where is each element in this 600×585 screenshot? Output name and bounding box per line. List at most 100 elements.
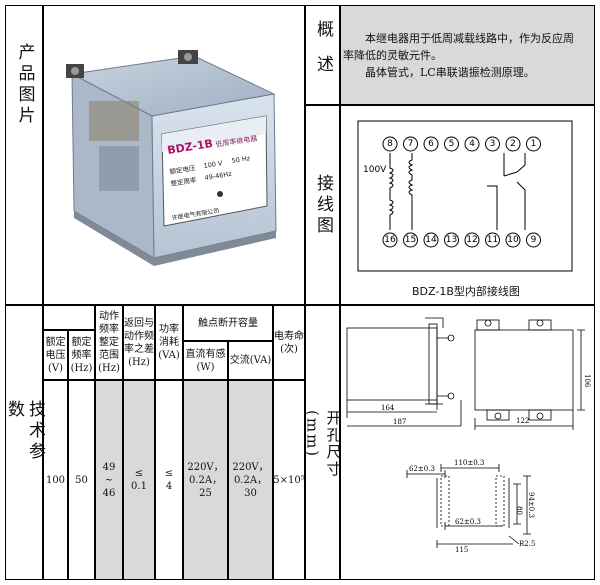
bottom-pin-circle xyxy=(505,232,521,248)
tech-label-text: 技术参数 xyxy=(4,400,45,463)
dim-94: 94±0.3 xyxy=(527,492,535,518)
side-view xyxy=(346,317,462,427)
dimension-drawings: 164 187 106 122 xyxy=(346,317,591,554)
dim-187: 187 xyxy=(393,418,406,426)
contact-switch xyxy=(503,153,526,177)
th-rated-voltage: 额定电压(V) xyxy=(43,330,68,380)
top-pin-circle xyxy=(464,136,480,152)
dim-122: 122 xyxy=(516,417,529,425)
th-power: 功率消耗(VA) xyxy=(155,305,183,380)
dimension-cell xyxy=(340,305,595,580)
nameplate-rated-freq: 50 Hz xyxy=(231,154,251,165)
top-pin-label: 4 xyxy=(469,139,475,149)
dim-164: 164 xyxy=(381,404,395,412)
wiring-voltage-label: 100V xyxy=(363,165,387,175)
tech-label: 技术参数 xyxy=(4,400,45,480)
th-rated-freq: 额定频率(Hz) xyxy=(68,330,95,380)
overview-label-text: 概述 xyxy=(313,20,333,90)
bottom-pin-circle xyxy=(526,232,541,248)
dim-110: 110±0.3 xyxy=(454,459,484,467)
wiring-cell xyxy=(340,105,595,305)
th-return-diff: 返回与动作频率之差(Hz) xyxy=(123,305,155,380)
wiring-label: 接线图 xyxy=(305,165,340,245)
top-pin-circle xyxy=(526,136,541,152)
td-action-freq-top: 49 xyxy=(102,461,116,473)
overview-label: 概述 xyxy=(305,15,340,95)
th-ac: 交流(VA) xyxy=(228,341,273,380)
overview-line-1: 本继电器用于低周减载线路中，作为反应周率降低的灵敏元件。 xyxy=(343,32,574,62)
top-pin-circle xyxy=(444,136,459,152)
th-dc: 直流有感(W) xyxy=(183,341,228,380)
bottom-pin-label: 14 xyxy=(425,235,437,245)
bottom-pin-circle xyxy=(444,232,459,248)
cutout-plan xyxy=(406,464,531,548)
top-pin-circle xyxy=(423,136,439,152)
product-photo-cell xyxy=(43,5,305,305)
top-pin-label: 6 xyxy=(428,139,434,149)
cutout-label: 开孔尺寸(mm) xyxy=(304,410,343,510)
wiring-caption: BDZ-1B型内部接线图 xyxy=(412,285,520,298)
td-action-freq-mid: ~ xyxy=(104,474,114,486)
top-pin-label: 7 xyxy=(408,139,414,149)
bottom-pin-circle xyxy=(485,232,500,248)
td-ac: 220V，0.2A，30 xyxy=(228,380,273,580)
bottom-pin-circle xyxy=(382,232,398,248)
tech-label-cell xyxy=(5,305,43,580)
td-return-diff: ≤ 0.1 xyxy=(123,380,155,580)
nameplate-setting-label: 整定周率 xyxy=(170,175,198,188)
coil-b xyxy=(408,153,414,230)
cutout-label-cell xyxy=(305,305,340,580)
bottom-pin-label: 11 xyxy=(487,235,498,245)
product-image-label-text: 产品图片 xyxy=(14,43,35,127)
top-pin-label: 2 xyxy=(510,139,516,149)
td-action-freq-bottom: 46 xyxy=(102,487,116,499)
wiring-label-text: 接线图 xyxy=(313,173,333,237)
top-pin-circle xyxy=(505,136,521,152)
wiring-label-cell xyxy=(305,105,340,305)
dim-62b: 62±0.3 xyxy=(455,518,481,526)
bottom-pin-circle xyxy=(423,232,439,248)
product-image-label-cell xyxy=(5,5,43,305)
top-pin-label: 5 xyxy=(449,139,455,149)
dim-62a: 62±0.3 xyxy=(409,465,435,473)
product-image-label: 产品图片 xyxy=(5,40,43,130)
nameplate-rated-voltage-label: 额定电压 xyxy=(169,163,197,176)
bottom-pin-label: 9 xyxy=(531,235,537,245)
bottom-pin-label: 13 xyxy=(446,235,457,245)
td-life: 5×10⁵ xyxy=(273,380,305,580)
overview-line-2: 晶体管式，LC串联谐振检测原理。 xyxy=(365,66,535,79)
th-life: 电寿命(次) xyxy=(273,305,305,380)
top-pin-label: 8 xyxy=(387,139,393,149)
bottom-pin-label: 10 xyxy=(507,235,519,245)
bottom-pin-circle xyxy=(403,232,418,248)
nameplate-rated-voltage-value: 100 V xyxy=(203,159,223,170)
overview-label-cell xyxy=(305,5,340,105)
td-return-diff-top: ≤ xyxy=(134,468,144,479)
bottom-pin-circle xyxy=(464,232,480,248)
nameplate-indicator xyxy=(217,191,223,197)
td-rated-freq: 50 xyxy=(68,380,95,580)
dim-80: 80 xyxy=(515,506,523,515)
overview-text: 本继电器用于低周减载线路中，作为反应周率降低的灵敏元件。 晶体管式，LC串联谐振… xyxy=(343,30,581,81)
top-pin-circle xyxy=(382,136,398,152)
bottom-pin-label: 15 xyxy=(405,235,416,245)
dim-106: 106 xyxy=(583,374,591,388)
th-spacer xyxy=(43,305,95,330)
top-pin-label: 1 xyxy=(531,139,537,149)
top-pin-circle xyxy=(403,136,418,152)
bottom-pin-label: 16 xyxy=(384,235,396,245)
coil-a xyxy=(388,153,394,230)
wiring-diagram-border xyxy=(357,120,573,272)
td-rated-voltage: 100 xyxy=(43,380,68,580)
td-return-diff-bottom: 0.1 xyxy=(131,481,147,492)
top-pin-circle xyxy=(485,136,500,152)
bottom-pin-label: 12 xyxy=(466,235,477,245)
product-photo: BDZ-1B 低周率继电器 额定电压 100 V 50 Hz 整定周率 49-4… xyxy=(66,50,277,266)
dim-115: 115 xyxy=(455,546,468,554)
td-action-freq: 49 ~ 46 xyxy=(95,380,123,580)
th-contact: 触点断开容量 xyxy=(183,305,273,341)
overview-text-cell xyxy=(340,5,595,105)
th-action-freq-cell: 动作频率整定范围(Hz) xyxy=(95,305,123,380)
td-power: ≤ 4 xyxy=(155,380,183,580)
